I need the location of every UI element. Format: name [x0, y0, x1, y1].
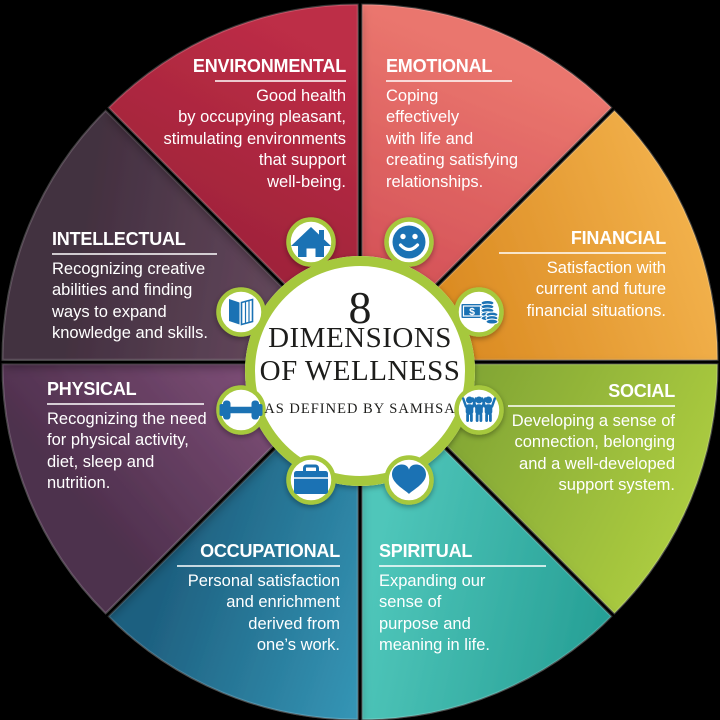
- intellectual-title: INTELLECTUAL: [52, 229, 186, 249]
- occupational-description: Personal satisfaction and enrichment der…: [187, 571, 340, 655]
- heart-icon: [392, 464, 426, 494]
- physical-label: PHYSICAL Recognizing the need for physic…: [47, 377, 307, 495]
- center-title-line2: OF WELLNESS: [259, 355, 461, 387]
- emotional-title: EMOTIONAL: [386, 56, 493, 76]
- intellectual-label: INTELLECTUAL Recognizing creative abilit…: [52, 227, 332, 345]
- environmental-description: Good health by occupying pleasant, stimu…: [163, 86, 347, 191]
- title-underline: [52, 253, 217, 255]
- social-title: SOCIAL: [608, 381, 675, 401]
- center-circle: [245, 256, 475, 486]
- title-underline: [379, 565, 546, 567]
- occupational-title: OCCUPATIONAL: [200, 541, 340, 561]
- book-icon: [229, 298, 254, 326]
- center-number: 8: [348, 282, 372, 333]
- wedge-financial: [363, 109, 719, 361]
- environmental-title: ENVIRONMENTAL: [192, 56, 346, 76]
- title-underline: [47, 403, 204, 405]
- financial-description: Satisfaction with current and future fin…: [526, 258, 666, 320]
- title-underline: [177, 565, 340, 567]
- wedge-emotional: [361, 3, 613, 359]
- wedge-environmental: [107, 3, 359, 359]
- financial-label: FINANCIAL Satisfaction with current and …: [406, 226, 666, 322]
- wedge-intellectual: [1, 109, 357, 361]
- title-underline: [508, 405, 675, 407]
- spiritual-label: SPIRITUAL Expanding our sense of purpose…: [379, 539, 619, 657]
- home-icon: [291, 227, 331, 257]
- smiley-icon: [392, 225, 426, 259]
- money-icon: $: [461, 299, 499, 325]
- dollar-sign: $: [469, 306, 475, 318]
- dumbbell-icon: [219, 400, 263, 420]
- title-underline: [215, 80, 346, 82]
- title-underline: [386, 80, 512, 82]
- emotional-label: EMOTIONAL Coping effectively with life a…: [386, 54, 626, 193]
- occupational-label: OCCUPATIONAL Personal satisfaction and e…: [60, 539, 340, 657]
- social-description: Developing a sense of connection, belong…: [511, 411, 675, 495]
- physical-description: Recognizing the need for physical activi…: [47, 409, 207, 493]
- briefcase-icon: [294, 464, 328, 494]
- spiritual-title: SPIRITUAL: [379, 541, 473, 561]
- people-icon: [461, 396, 497, 422]
- physical-title: PHYSICAL: [47, 379, 137, 399]
- title-underline: [499, 252, 666, 254]
- financial-title: FINANCIAL: [570, 228, 666, 248]
- center-ring: [245, 256, 475, 486]
- environmental-label: ENVIRONMENTAL Good health by occupying p…: [66, 54, 347, 193]
- emotional-description: Coping effectively with life and creatin…: [386, 86, 519, 191]
- center-title-line1: DIMENSIONS: [268, 322, 452, 354]
- intellectual-description: Recognizing creative abilities and findi…: [52, 259, 208, 343]
- spiritual-description: Expanding our sense of purpose and meani…: [379, 571, 490, 655]
- center-subtitle: AS DEFINED BY SAMHSA: [264, 401, 456, 417]
- social-label: SOCIAL Developing a sense of connection,…: [375, 379, 675, 497]
